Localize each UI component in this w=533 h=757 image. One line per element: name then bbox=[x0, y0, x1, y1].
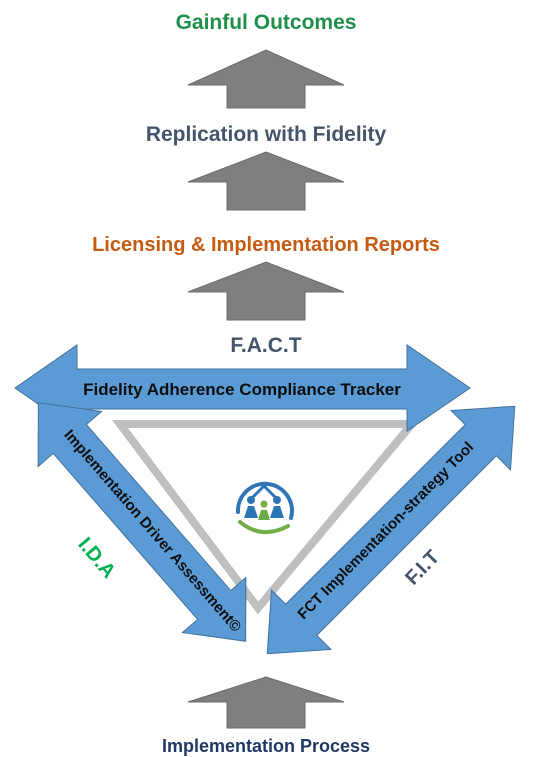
family-house-logo-icon bbox=[235, 481, 294, 534]
ida-side-label: I.D.A bbox=[74, 534, 120, 583]
licensing-title: Licensing & Implementation Reports bbox=[92, 234, 440, 256]
replication-title: Replication with Fidelity bbox=[146, 123, 387, 146]
up-arrow-icon bbox=[187, 151, 345, 211]
gainful-outcomes-title: Gainful Outcomes bbox=[176, 11, 357, 34]
up-arrow-icon bbox=[187, 261, 345, 321]
fit-arrow bbox=[266, 405, 516, 655]
up-arrows-group bbox=[187, 49, 345, 729]
up-arrow-icon bbox=[187, 676, 345, 729]
ida-arrow-label-path: Implementation Driver Assessment© bbox=[60, 427, 244, 636]
fit-side-label: F.I.T bbox=[401, 546, 444, 589]
fact-title: F.A.C.T bbox=[230, 334, 301, 357]
up-arrow-icon bbox=[187, 49, 345, 109]
fidelity-tracker-label: Fidelity Adherence Compliance Tracker bbox=[83, 380, 401, 399]
implementation-process-title: Implementation Process bbox=[162, 736, 370, 756]
inner-triangle bbox=[112, 420, 421, 615]
ida-arrow bbox=[37, 402, 247, 642]
ida-arrow-label: Implementation Driver Assessment© bbox=[60, 427, 244, 636]
